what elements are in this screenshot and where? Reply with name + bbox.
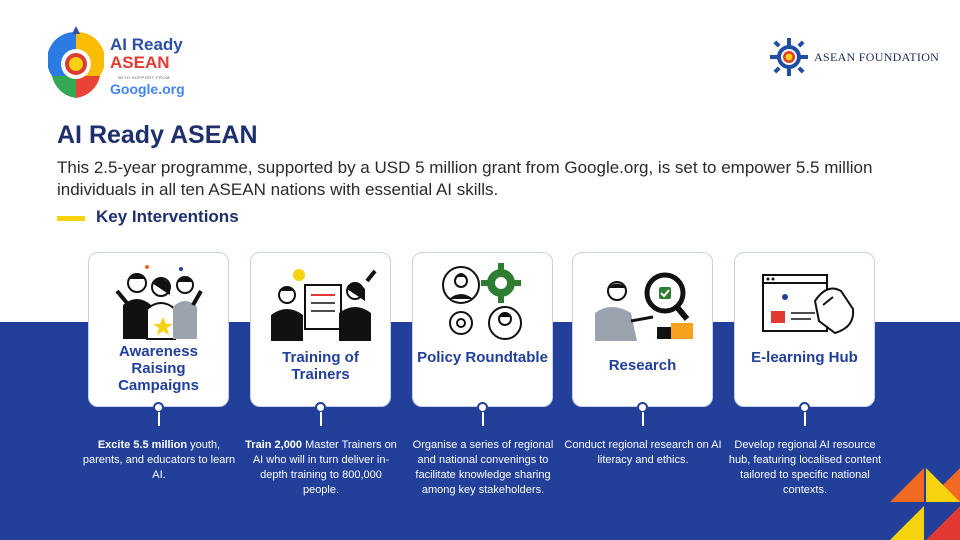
timeline-connector (158, 412, 160, 426)
logo-support-text: WITH SUPPORT FROM (118, 75, 170, 80)
ai-ready-asean-logo: AI Ready ASEAN WITH SUPPORT FROM Google.… (48, 24, 198, 102)
card-elearning-hub[interactable]: E-learning Hub (734, 252, 875, 413)
logo-title-line1: AI Ready (110, 35, 183, 54)
card-description: Train 2,000 Master Trainers on AI who wi… (241, 438, 401, 498)
card-description-highlight: Train 2,000 (245, 439, 303, 451)
card-policy-roundtable[interactable]: Policy Roundtable (412, 252, 553, 413)
card-description: Develop regional AI resource hub, featur… (725, 438, 885, 498)
card-title: E-learning Hub (751, 349, 858, 366)
section-accent-bar (57, 216, 85, 221)
corner-triangles-decoration (890, 468, 960, 540)
card-description-highlight: Excite 5.5 million (97, 439, 188, 451)
card-description: Excite 5.5 million youth, parents, and e… (79, 438, 239, 483)
card-training-of-trainers[interactable]: Training of Trainers (250, 252, 391, 413)
card-research[interactable]: Research (572, 252, 713, 413)
ai-ready-asean-logo-icon (48, 26, 104, 98)
card-description-text: Master Trainers on AI who will in turn d… (252, 439, 397, 496)
research-magnifier-illustration-icon (595, 272, 693, 341)
timeline-connector (320, 412, 322, 426)
card-description-text: Develop regional AI resource hub, featur… (728, 439, 882, 496)
logo-google-text: Google.org (110, 81, 185, 97)
card-title: Policy Roundtable (417, 349, 548, 366)
elearning-screen-illustration-icon (762, 274, 855, 335)
trainers-board-illustration-icon (271, 269, 377, 341)
intro-paragraph: This 2.5-year programme, supported by a … (57, 158, 873, 199)
card-description-text: Organise a series of regional and nation… (412, 439, 554, 496)
asean-foundation-logo: ASEAN FOUNDATION (770, 38, 940, 78)
people-cheering-illustration-icon (115, 265, 203, 340)
timeline-connector (482, 412, 484, 426)
section-label: Key Interventions (96, 207, 239, 226)
card-awareness-raising[interactable]: Awareness Raising Campaigns (88, 252, 229, 413)
timeline-connector (804, 412, 806, 426)
logo-title: AI Ready ASEAN (110, 36, 183, 72)
card-title: Training of Trainers (282, 349, 359, 383)
asean-foundation-emblem-icon (770, 38, 808, 76)
card-description: Conduct regional research on AI literacy… (563, 438, 723, 468)
card-description-text: youth, parents, and educators to learn A… (82, 439, 236, 481)
logo-title-line2: ASEAN (110, 53, 170, 72)
card-title: Awareness Raising Campaigns (118, 343, 199, 394)
timeline-connector (642, 412, 644, 426)
card-description-text: Conduct regional research on AI literacy… (564, 439, 722, 466)
card-description: Organise a series of regional and nation… (403, 438, 563, 498)
asean-foundation-name: ASEAN FOUNDATION (814, 50, 940, 64)
card-title: Research (608, 357, 677, 374)
roundtable-gear-illustration-icon (442, 263, 522, 340)
page-title: AI Ready ASEAN (57, 121, 258, 149)
logo-google-word: Google.org (110, 81, 185, 97)
